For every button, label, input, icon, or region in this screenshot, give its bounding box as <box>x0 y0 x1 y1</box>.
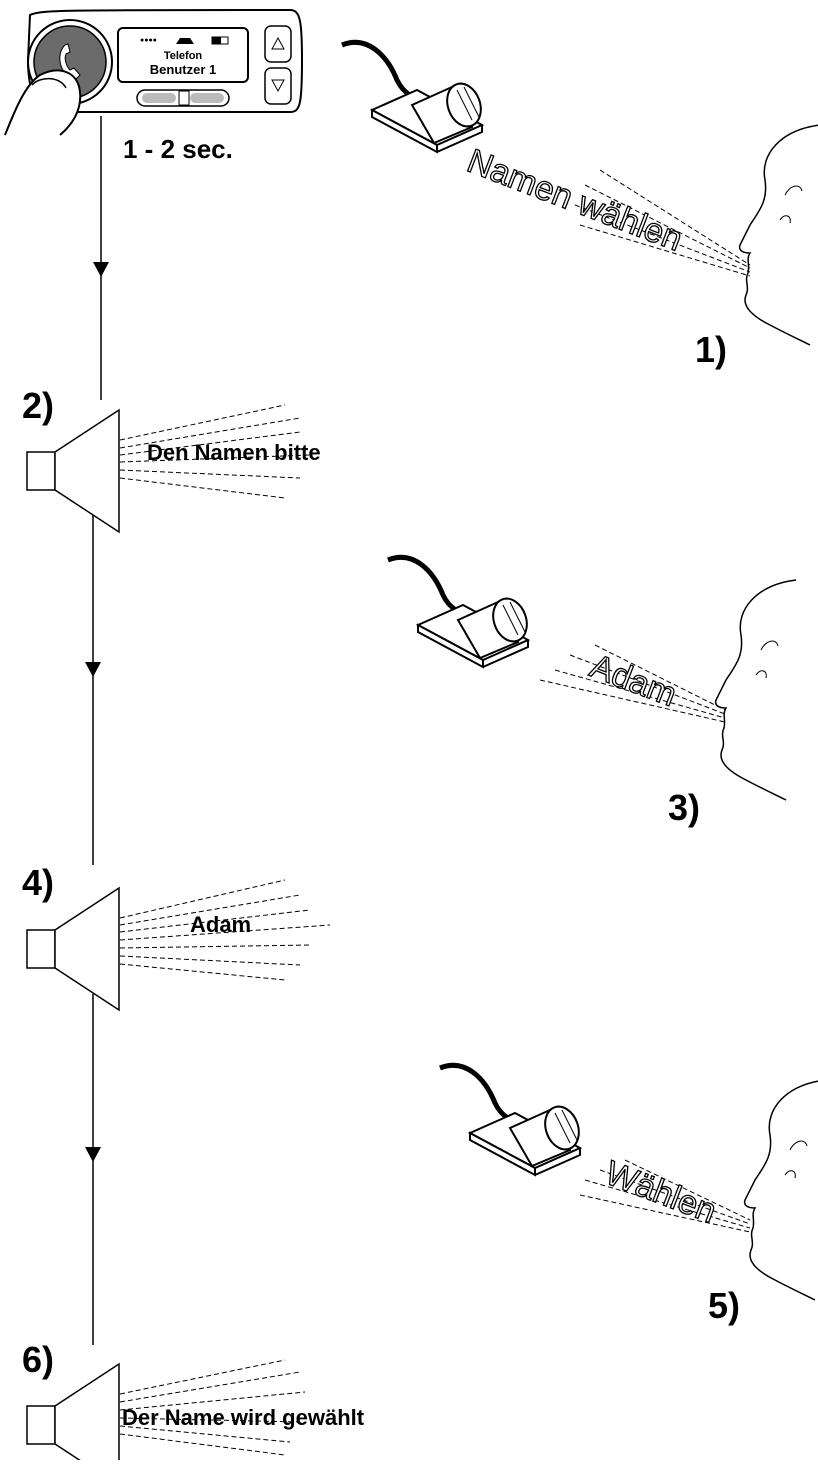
step-number-2: 2) <box>22 385 54 426</box>
speech-lines-3 <box>539 644 726 723</box>
triangle-down-icon <box>271 79 285 93</box>
speech-lines-1 <box>574 169 751 277</box>
spoken-command-5: Wählen <box>600 1154 721 1231</box>
sound-lines-4 <box>119 879 331 981</box>
system-prompt-2: Den Namen bitte <box>147 440 321 465</box>
spoken-command-1: Namen wählen <box>462 142 687 259</box>
microphone-icon <box>440 1065 585 1175</box>
car-icon <box>176 38 194 44</box>
step-number-3: 3) <box>668 787 700 828</box>
control-unit: ●●●● Telefon Benutzer 1 <box>4 8 304 136</box>
system-prompt-4: Adam <box>190 912 251 937</box>
face-profile-icon <box>738 124 818 346</box>
triangle-up-icon <box>271 36 285 50</box>
step-number-6: 6) <box>22 1339 54 1380</box>
microphone-icon <box>342 42 487 152</box>
display-line-2: Benutzer 1 <box>150 62 216 77</box>
speech-lines-5 <box>579 1159 751 1233</box>
sound-lines-2 <box>119 404 311 499</box>
face-profile-icon <box>714 579 797 801</box>
signal-icon: ●●●● <box>140 37 157 44</box>
down-button[interactable] <box>264 67 292 105</box>
spoken-command-3: Adam <box>585 647 682 714</box>
flow-line <box>85 116 109 1345</box>
microphone-icon <box>388 557 533 667</box>
face-profile-icon <box>743 1079 818 1301</box>
step-number-1: 1) <box>695 329 727 370</box>
finger <box>4 69 82 136</box>
press-duration-label: 1 - 2 sec. <box>123 134 233 164</box>
step-number-4: 4) <box>22 862 54 903</box>
system-prompt-6: Der Name wird gewählt <box>122 1405 365 1430</box>
up-button[interactable] <box>264 25 292 63</box>
sound-lines-6 <box>119 1359 306 1456</box>
display-line-1: Telefon <box>164 50 203 62</box>
speaker-icon <box>26 887 120 1011</box>
step-number-5: 5) <box>708 1285 740 1326</box>
speaker-icon <box>26 409 120 533</box>
